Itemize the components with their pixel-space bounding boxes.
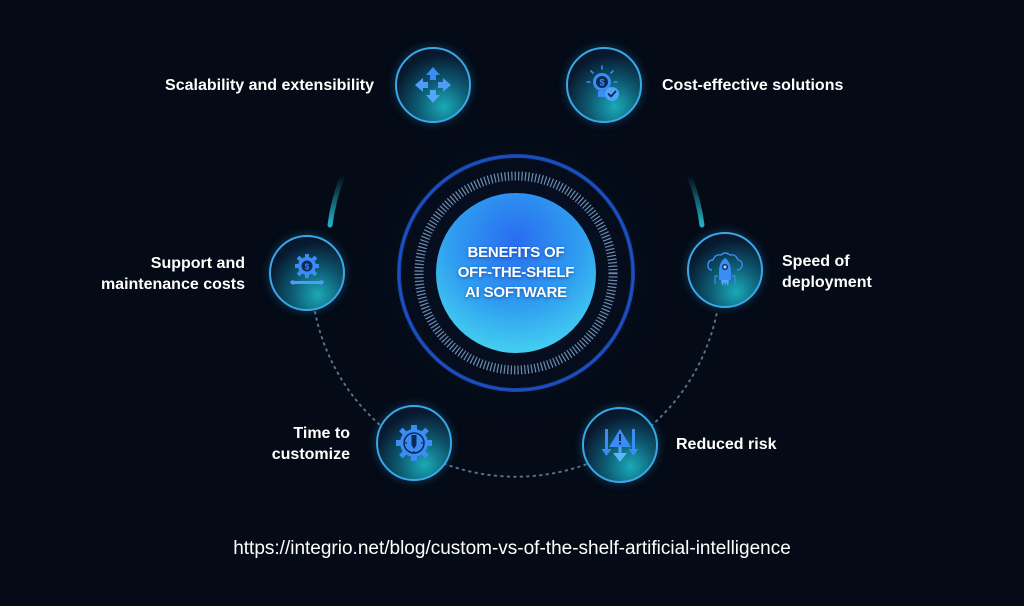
source-url: https://integrio.net/blog/custom-vs-of-t… [233, 538, 791, 559]
benefit-node-risk [582, 407, 658, 483]
benefit-label-speed: Speed of deployment [782, 251, 872, 293]
benefit-node-scalability [395, 47, 471, 123]
benefit-label-cost: Cost-effective solutions [662, 75, 843, 96]
benefit-node-speed [687, 232, 763, 308]
center-title: BENEFITS OF OFF-THE-SHELF AI SOFTWARE [436, 193, 596, 353]
cloud-rocket-icon [707, 252, 743, 287]
tick-ring [414, 171, 618, 375]
benefit-label-text: Scalability and extensibility [165, 77, 374, 94]
center-title-line-1: BENEFITS OF [467, 244, 565, 261]
benefit-node-cost: $ [566, 47, 642, 123]
gear-clock-pencil-icon [396, 425, 432, 461]
dotted-connector-arc [314, 311, 718, 478]
svg-text:$: $ [599, 78, 604, 88]
lightbulb-dollar-check-icon: $ [586, 65, 619, 101]
center-core [436, 193, 596, 353]
arrows-expand-icon [415, 67, 451, 103]
benefit-label-risk: Reduced risk [676, 434, 776, 455]
benefit-node-support: $ [269, 235, 345, 311]
benefit-label-scalability: Scalability and extensibility [130, 75, 374, 96]
center-title-line-2: OFF-THE-SHELF [457, 264, 575, 281]
benefit-label-line-1: Speed of [782, 253, 850, 270]
center-title-line-3: AI SOFTWARE [465, 284, 567, 301]
benefit-label-line-2: customize [271, 446, 350, 463]
benefit-node-time [376, 405, 452, 481]
warning-down-arrows-icon [601, 429, 639, 462]
benefit-label-support: Support and maintenance costs [60, 253, 245, 295]
benefit-label-line-1: Time to [293, 425, 350, 442]
benefit-label-line-1: Support and [150, 255, 245, 272]
gear-dollar-wrench-icon: $ [290, 254, 324, 285]
benefit-label-line-2: maintenance costs [100, 276, 245, 293]
benefit-label-time: Time to customize [200, 423, 350, 465]
benefit-label-line-2: deployment [782, 274, 872, 291]
benefit-label-text: Cost-effective solutions [662, 77, 844, 94]
svg-text:$: $ [305, 263, 310, 272]
benefit-label-text: Reduced risk [676, 436, 777, 453]
